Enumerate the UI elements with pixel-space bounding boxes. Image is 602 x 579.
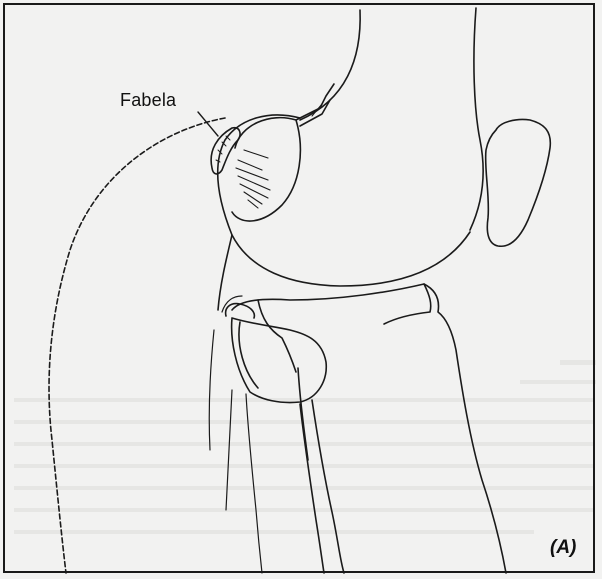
soleus-line: [246, 394, 262, 573]
femoral-condyle: [218, 115, 470, 286]
tibia-intercondylar: [384, 284, 431, 324]
fibular-head: [232, 318, 327, 403]
fibular-head-cap: [226, 304, 255, 318]
tibia-shaft-posterior: [298, 368, 308, 460]
tibia-posterior-cortex: [258, 300, 296, 372]
femur-posterior-cortex: [300, 10, 360, 120]
fibula-shaft-anterior: [312, 400, 344, 573]
lateral-condyle-arc: [232, 118, 300, 221]
fabella-label: Fabela: [120, 90, 176, 111]
femur-anterior-cortex: [470, 8, 483, 230]
posterior-skin-contour: [49, 118, 225, 573]
fabella-bone: [211, 128, 240, 174]
gastrocnemius-hatching: [236, 150, 270, 208]
patella: [486, 119, 551, 246]
posterior-leg-line: [209, 330, 214, 450]
soleus-line-inner: [226, 390, 232, 510]
popliteal-contour: [218, 235, 232, 310]
panel-letter: (A): [550, 537, 576, 559]
